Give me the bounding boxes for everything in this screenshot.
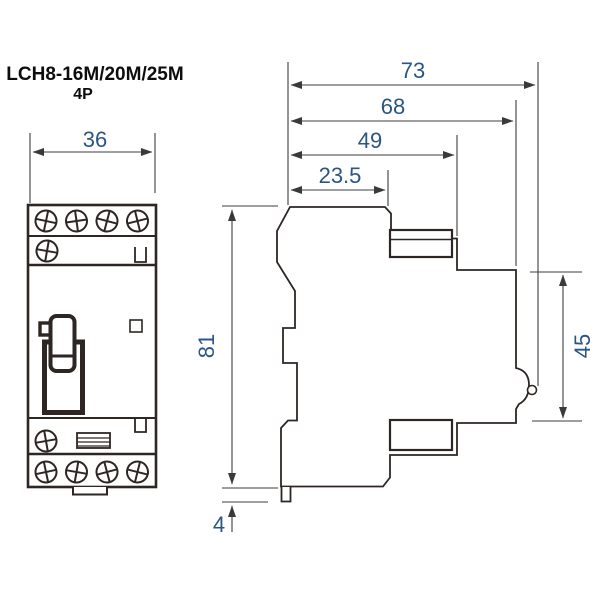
front-view: 36 xyxy=(26,127,158,496)
dim-front-width: 36 xyxy=(29,127,156,203)
terminal-screw-icon xyxy=(95,209,119,233)
dim-front-width-label: 36 xyxy=(83,127,107,152)
indicator-window xyxy=(129,319,143,333)
din-clip-pin xyxy=(280,487,292,503)
dim-depth-body: 49 xyxy=(290,128,458,236)
dim-depth-front-section-label: 23.5 xyxy=(319,163,362,188)
dim-height-din-section: 45 xyxy=(530,271,595,422)
dim-depth-total: 73 xyxy=(287,58,539,386)
switch-lever-assembly xyxy=(38,314,85,415)
terminal-slot-window xyxy=(134,247,147,263)
side-profile-outline xyxy=(276,206,530,488)
coil-terminal-screw-icon xyxy=(35,239,59,263)
dim-depth-to-din-clip-label: 68 xyxy=(381,94,405,119)
lever-knob xyxy=(48,314,77,373)
dim-clip-pin-height-label: 4 xyxy=(213,512,225,537)
side-view: 73 68 49 23.5 81 xyxy=(194,58,595,537)
terminal-block-top xyxy=(388,228,454,259)
dim-height-total-label: 81 xyxy=(194,334,219,358)
dim-depth-total-label: 73 xyxy=(401,58,425,83)
terminal-screw-icon xyxy=(65,209,88,233)
mounting-tab xyxy=(72,487,108,496)
terminal-screw-icon xyxy=(126,209,149,233)
dim-depth-body-label: 49 xyxy=(358,128,382,153)
dim-depth-front-section: 23.5 xyxy=(290,163,389,206)
terminal-screw-icon xyxy=(65,460,88,484)
label-plate xyxy=(76,432,111,449)
dim-clip-pin-height: 4 xyxy=(213,487,278,537)
drawing-subtitle-poles: 4P xyxy=(73,86,93,103)
terminal-block-bottom xyxy=(388,418,454,452)
terminal-screw-icon xyxy=(34,209,58,233)
terminal-screw-icon xyxy=(34,460,58,484)
dim-height-din-section-label: 45 xyxy=(570,334,595,358)
terminal-slot-window xyxy=(134,418,147,433)
drawing-title: LCH8-16M/20M/25M xyxy=(6,64,183,85)
top-terminal-screws xyxy=(34,209,149,233)
bottom-terminal-screws xyxy=(34,460,149,484)
clip-detent-circle xyxy=(526,384,538,396)
dim-height-total: 81 xyxy=(194,205,278,485)
terminal-screw-icon xyxy=(95,460,119,484)
terminal-screw-icon xyxy=(126,460,149,484)
dim-depth-to-din-clip: 68 xyxy=(290,94,517,266)
lower-screw-icon xyxy=(34,429,58,453)
